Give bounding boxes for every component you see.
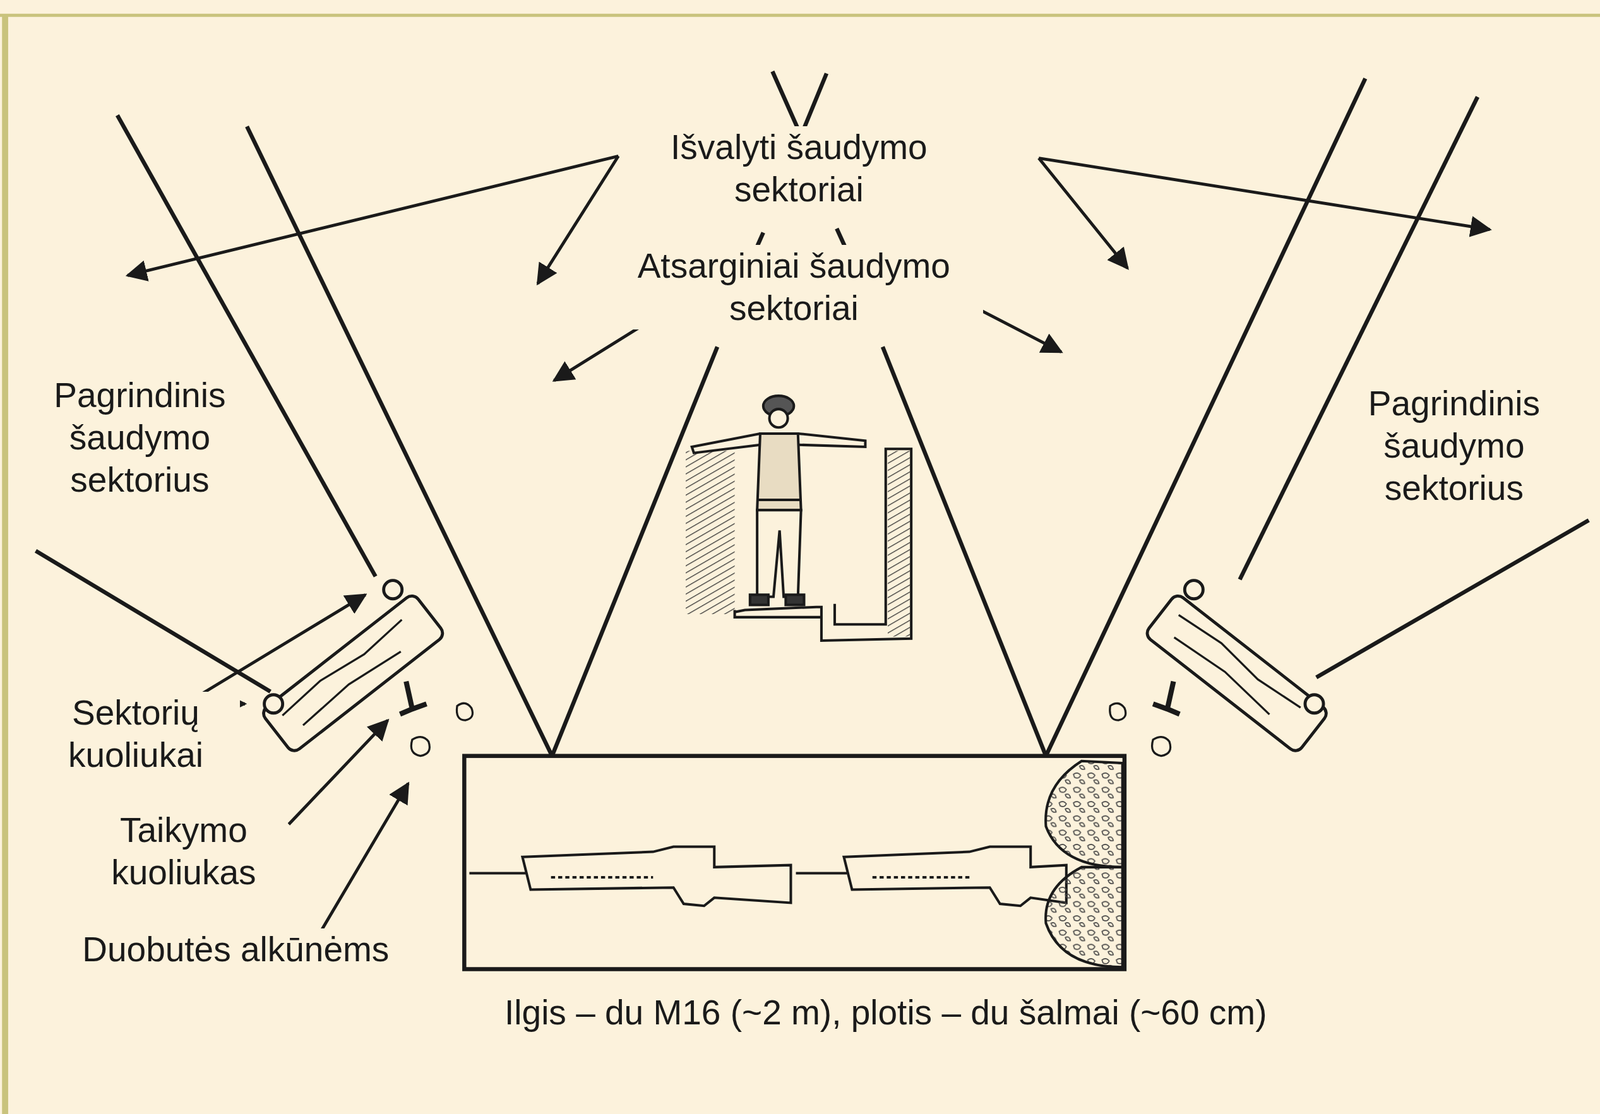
dimension-caption: Ilgis – du M16 (~2 m), plotis – du šalma… [500,991,1271,1035]
drawing-part [785,594,804,605]
drawing-part [843,847,1066,907]
drawing-part [769,409,789,428]
log-left [260,580,473,757]
helmet [1045,761,1123,968]
drawing-part [400,681,427,715]
drawing-part [887,450,911,637]
drawing-part [522,847,791,907]
drawing-part [750,594,769,605]
drawing-part [127,155,619,276]
drawing-part [1152,737,1171,757]
frame-line [1,15,9,1114]
elbow-hole-label: Duobutės alkūnėms [78,928,393,972]
sector-label: Pagrindinis šaudymo sektorius [1349,382,1559,510]
drawing-part [260,592,446,754]
drawing-part [1184,580,1203,600]
drawing-part [411,737,430,757]
drawing-part [1045,761,1123,868]
drawing-part [264,695,283,714]
drawing-part [456,703,473,721]
drawing-part [1305,695,1324,714]
soldier-in-trench [685,395,912,641]
drawing-part [796,872,848,876]
sector-label: Pagrindinis šaudymo sektorius [32,374,247,502]
drawing-part [1144,592,1330,754]
drawing-part [279,618,417,734]
drawing-part [1110,703,1126,721]
stake-label: Taikymo kuoliukas [79,809,288,895]
drawing-part [1038,158,1128,269]
drawing-part [1038,158,1490,230]
drawing-part [551,876,654,879]
sector-lines [35,71,1590,757]
m16-rifle [469,847,1066,907]
sector-label: Išvalyti šaudymo sektoriai [634,126,963,211]
drawing-part [35,551,271,693]
drawing-part [757,498,801,502]
drawing-part [321,783,408,931]
drawing-part [685,450,735,615]
drawing-part [117,115,376,578]
stake-label: Sektorių kuoliukai [31,692,240,777]
drawing-part [872,876,970,879]
drawing-part [1045,78,1366,756]
drawing-part [1164,611,1302,727]
drawing-part [469,872,526,876]
drawing-part [464,756,1125,970]
leader-arrows [127,155,1490,931]
sector-label: Atsarginiai šaudymo sektoriai [604,244,984,330]
drawing-part [757,510,801,597]
drawing-part [734,610,822,618]
drawing-part [1316,520,1589,678]
drawing-part [383,580,403,600]
drawing-part [1152,681,1180,715]
drawing-part [260,592,446,754]
drawing-part [1144,592,1330,754]
drawing-part [246,126,552,756]
foxhole-outline [464,756,1125,970]
drawing-part [1045,867,1123,968]
frame-line [0,13,1600,18]
drawing-part [757,433,801,511]
log-right [1110,580,1330,757]
drawing-part [882,347,1047,757]
